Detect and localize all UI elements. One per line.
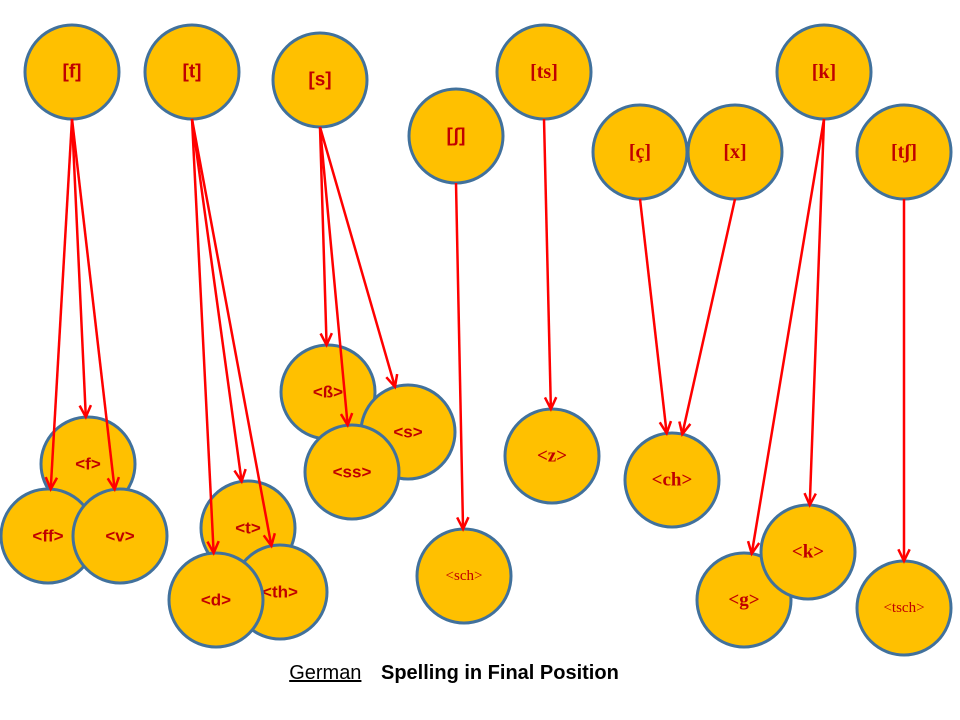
arrowhead-icon (339, 412, 354, 429)
phone-node-ts: [ts] (495, 23, 593, 121)
phone-label: [tʃ] (891, 141, 917, 163)
arrow-x-to-ch (678, 198, 737, 437)
phone-label: [k] (812, 61, 836, 83)
arrow-line (318, 126, 349, 426)
spelling-label: <ch> (652, 470, 693, 491)
arrow-line (681, 198, 737, 435)
arrow-line (190, 118, 215, 554)
spelling-node-sch: <sch> (415, 527, 513, 625)
arrowhead-icon (262, 532, 277, 549)
caption-language: German (289, 662, 362, 684)
arrow-sh-to-sch (454, 182, 470, 532)
phone-node-s: [s] (271, 31, 369, 129)
spelling-label: <v> (105, 527, 134, 546)
arrowhead-icon (319, 332, 334, 348)
arrowhead-icon (206, 540, 220, 556)
phone-node-x: [x] (686, 103, 784, 201)
phone-label: [ts] (530, 61, 558, 83)
arrowhead-icon (78, 404, 93, 420)
arrow-line (190, 118, 243, 482)
spelling-node-z: <z> (503, 407, 601, 505)
spelling-node-ss: <ss> (303, 423, 401, 521)
phone-label: [s] (308, 70, 331, 91)
spelling-node-v: <v> (71, 487, 169, 585)
phone-node-t: [t] (143, 23, 241, 121)
arrow-tsh-to-tsch (897, 199, 911, 564)
arrow-t-to-d (190, 118, 220, 556)
arrow-k-to-k (803, 118, 826, 508)
spelling-circle (167, 551, 265, 649)
spelling-label: <tsch> (883, 600, 924, 616)
arrowhead-icon (233, 468, 247, 485)
spelling-label: <z> (537, 446, 567, 467)
arrow-t-to-t (190, 118, 247, 485)
arrow-t-to-th (190, 118, 277, 549)
spelling-label: <t> (235, 519, 261, 538)
arrowhead-icon (456, 516, 470, 532)
spelling-node-k: <k> (759, 503, 857, 601)
arrow-f-to-f (70, 118, 93, 420)
spelling-label: <f> (75, 455, 101, 474)
spelling-node-ff: <ff> (0, 487, 97, 585)
spelling-label: <ß> (313, 383, 343, 402)
phone-label: [f] (63, 62, 82, 83)
arrow-s-to-ss (318, 126, 354, 429)
arrowhead-icon (803, 492, 817, 508)
caption: German Spelling in Final Position (0, 662, 908, 685)
arrowhead-icon (897, 548, 911, 564)
arrowhead-icon (44, 476, 59, 492)
arrowhead-icon (678, 421, 692, 437)
spelling-circle (623, 431, 721, 529)
arrow-line (70, 118, 116, 490)
spelling-label: <th> (262, 583, 298, 602)
phone-label: [ʃ] (447, 126, 466, 147)
arrow-line (318, 126, 328, 346)
phone-label: [x] (723, 141, 746, 163)
phone-node-c: [ç] (591, 103, 689, 201)
spelling-label: <k> (792, 542, 824, 563)
arrow-line (638, 198, 668, 434)
arrowhead-icon (658, 420, 673, 437)
arrowhead-icon (746, 540, 761, 557)
arrow-line (190, 118, 273, 547)
arrow-line (750, 118, 826, 554)
phone-node-f: [f] (23, 23, 121, 121)
spelling-circle (71, 487, 169, 585)
arrow-line (808, 118, 826, 506)
spelling-label: <ff> (32, 527, 63, 546)
phone-node-k: [k] (775, 23, 873, 121)
spelling-circle (303, 423, 401, 521)
arrow-line (49, 118, 74, 490)
spelling-node-ch: <ch> (623, 431, 721, 529)
spelling-label: <sch> (446, 568, 483, 584)
spelling-label: <d> (201, 591, 231, 610)
arrow-ts-to-z (542, 118, 558, 412)
arrow-line (454, 182, 465, 530)
spelling-node-tsch: <tsch> (855, 559, 953, 657)
phone-node-tsh: [tʃ] (855, 103, 953, 201)
spelling-circle (759, 503, 857, 601)
arrowhead-icon (385, 373, 399, 390)
spelling-label: <s> (393, 423, 422, 442)
arrowhead-icon (106, 476, 121, 493)
spelling-node-d: <d> (167, 551, 265, 649)
spelling-node-f: <f> (39, 415, 137, 513)
arrow-line (542, 118, 553, 410)
spelling-label: <ss> (333, 463, 372, 482)
arrow-s-to-s (318, 126, 399, 390)
arrowhead-icon (543, 396, 558, 412)
arrow-k-to-g (746, 118, 826, 557)
arrow-line (318, 126, 397, 388)
arrow-line (70, 118, 88, 418)
arrow-f-to-ff (44, 118, 74, 492)
arrow-s-to-sz (318, 126, 334, 348)
phone-label: [ç] (629, 141, 651, 163)
phone-node-sh: [ʃ] (407, 87, 505, 185)
caption-title: Spelling in Final Position (381, 662, 619, 684)
arrow-f-to-v (70, 118, 121, 493)
phone-label: [t] (183, 62, 202, 83)
spelling-label: <g> (728, 590, 759, 611)
arrow-c-to-ch (638, 198, 673, 437)
